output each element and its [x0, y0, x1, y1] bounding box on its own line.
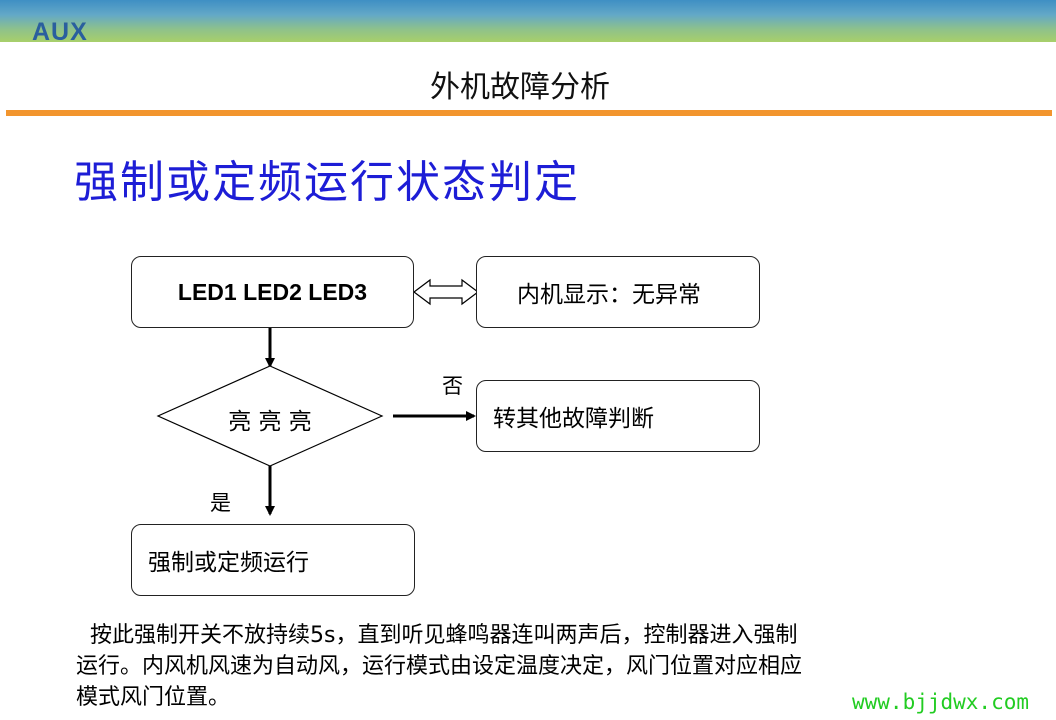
indoor-display-label: 内机显示：无异常: [517, 282, 701, 308]
aux-logo: AUX: [32, 18, 88, 46]
other-fault-label: 转其他故障判断: [493, 406, 654, 432]
website-watermark: www.bjjdwx.com: [852, 690, 1030, 714]
header-band: [0, 0, 1056, 42]
forced-run-box: 强制或定频运行: [131, 524, 415, 596]
header-divider: [6, 110, 1052, 116]
description-line-1: 按此强制开关不放持续5s，直到听见蜂鸣器连叫两声后，控制器进入强制: [90, 623, 798, 648]
description-line-2: 运行。内风机风速为自动风，运行模式由设定温度决定，风门位置对应相应: [76, 654, 803, 679]
led-status-label: LED1 LED2 LED3: [177, 278, 368, 305]
other-fault-box: 转其他故障判断: [476, 380, 760, 452]
description-text: 按此强制开关不放持续5s，直到听见蜂鸣器连叫两声后，控制器进入强制 运行。内风机…: [76, 620, 956, 713]
slide-title: 强制或定频运行状态判定: [74, 157, 580, 208]
description-line-3: 模式风门位置。: [76, 685, 231, 710]
header-title: 外机故障分析: [430, 70, 610, 105]
indoor-display-box: 内机显示：无异常: [476, 256, 760, 328]
forced-run-label: 强制或定频运行: [148, 550, 309, 576]
double-arrow-connector: [413, 278, 479, 306]
no-branch-label: 否: [442, 374, 463, 398]
led-status-box: LED1 LED2 LED3: [131, 256, 414, 328]
decision-label: 亮 亮 亮: [228, 409, 312, 435]
yes-branch-label: 是: [210, 491, 231, 515]
